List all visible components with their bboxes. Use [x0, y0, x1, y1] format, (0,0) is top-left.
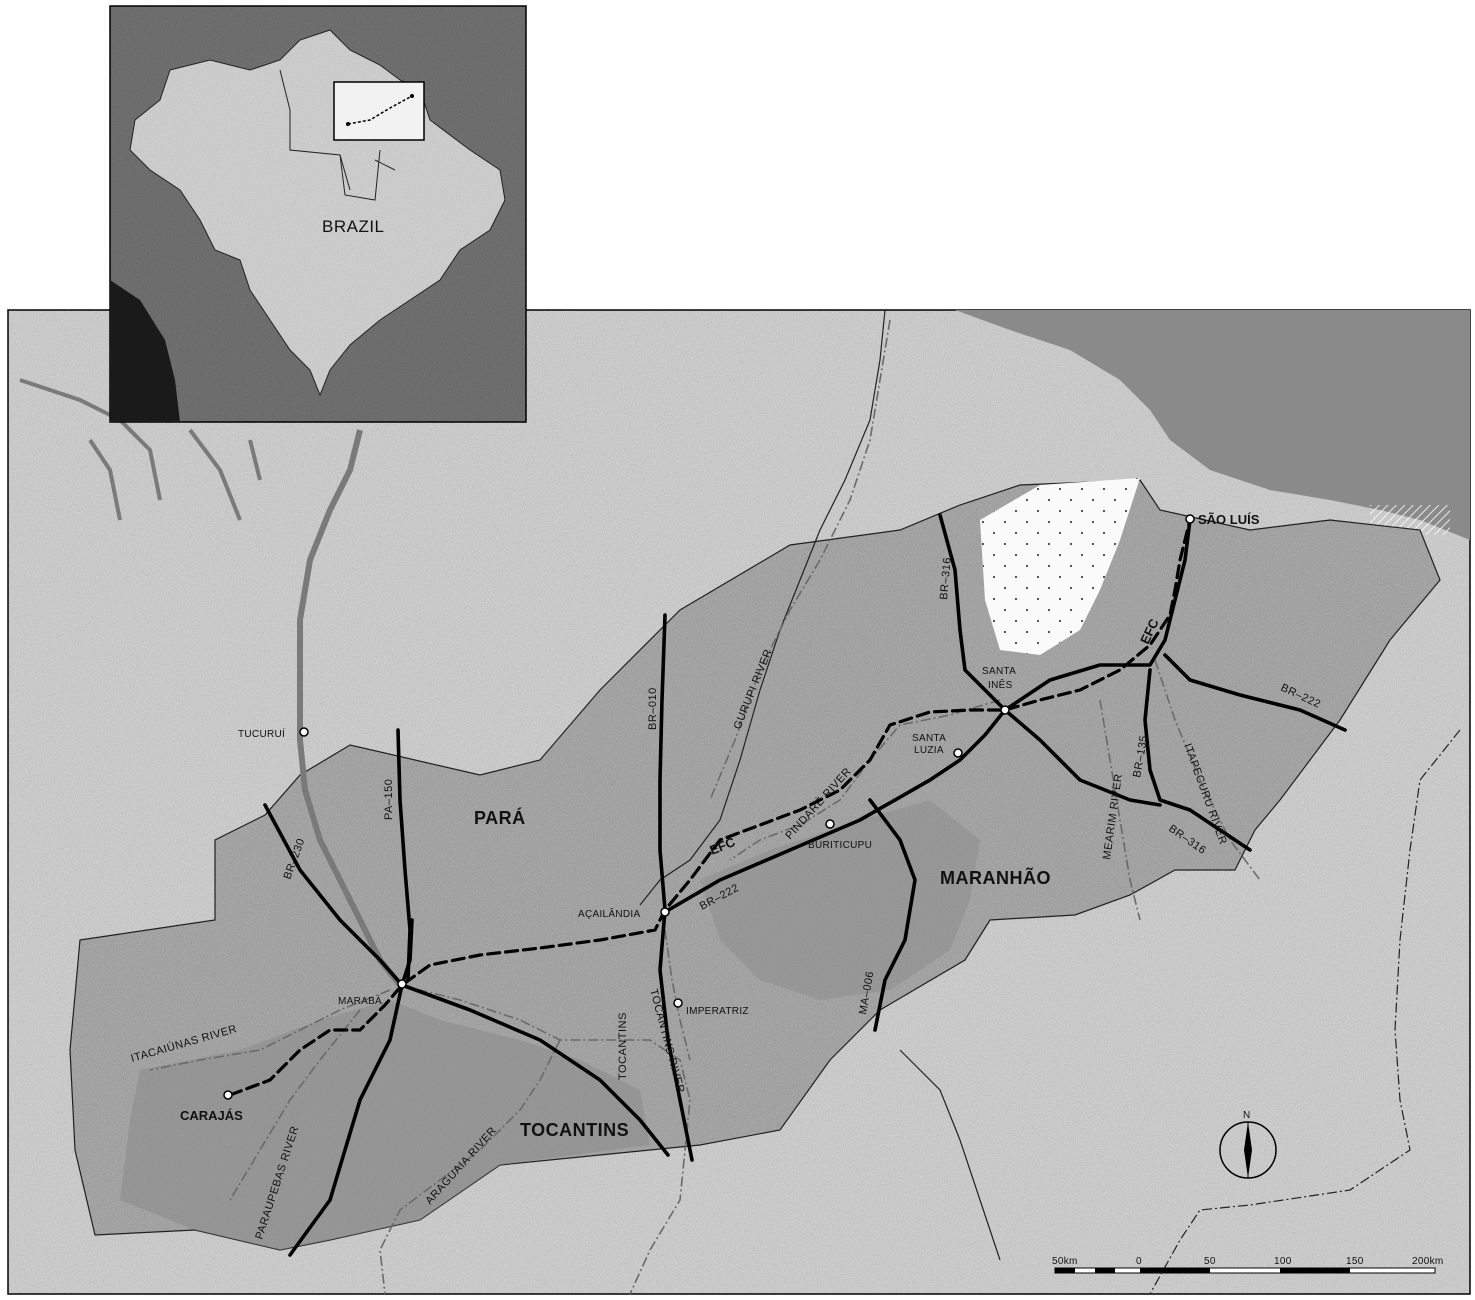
road-label-br316-north: BR–316 — [938, 557, 954, 601]
place-label-santa-ines-1: SANTA — [982, 666, 1016, 677]
scale-label-4: 150 — [1346, 1256, 1364, 1267]
tocantins-river — [399, 984, 691, 1295]
gurupi-river — [709, 319, 891, 801]
road-label-pa150: PA–150 — [383, 779, 395, 820]
scale-label-3: 100 — [1274, 1256, 1292, 1267]
town-maraba — [397, 979, 407, 989]
araguaia-river — [379, 1039, 561, 1295]
place-label-sao-luis: SÃO LUÍS — [1198, 512, 1260, 527]
river-label-tocantins-b: TOCANTINS — [617, 1012, 629, 1080]
north-label: N — [1243, 1110, 1251, 1121]
place-label-maraba: MARABÁ — [338, 994, 382, 1007]
inset-ocean-west — [110, 280, 180, 422]
main-map: PARÁ MARANHÃO TOCANTINS TUCURUÍ MARABÁ A… — [7, 309, 1471, 1295]
scale-label-5: 200km — [1412, 1256, 1444, 1267]
town-acailandia — [660, 907, 670, 917]
town-imperatriz — [673, 998, 683, 1008]
relief-central — [700, 800, 980, 1000]
mearim-river — [1099, 699, 1141, 921]
northeast-dark-zone — [955, 310, 1470, 540]
state-label-maranhao: MARANHÃO — [940, 867, 1051, 888]
town-sao-luis — [1185, 514, 1195, 524]
town-carajas — [223, 1090, 233, 1100]
road-br316-north — [938, 513, 1007, 712]
itacaiunas-river — [149, 989, 391, 1071]
inset-state-lines — [279, 69, 396, 201]
road-br222 — [663, 708, 1007, 914]
road-ma006 — [868, 798, 917, 1032]
road-br222-east — [1163, 653, 1347, 732]
town-buriticupu — [825, 819, 835, 829]
railway-efc — [228, 518, 1192, 1097]
tocantins-estuary — [297, 429, 403, 987]
road-br135 — [1003, 518, 1192, 712]
place-label-buriticupu: BURITICUPU — [808, 840, 872, 851]
road-br135-south — [1143, 668, 1252, 852]
place-label-santa-luzia-1: SANTA — [912, 733, 946, 744]
relief-southwest — [120, 1000, 650, 1250]
place-label-santa-ines-2: INÊS — [988, 678, 1013, 691]
road-label-br010: BR–010 — [647, 687, 659, 730]
pindare-river — [729, 699, 1001, 861]
scale-label-1: 0 — [1136, 1256, 1142, 1267]
place-label-carajas: CARAJÁS — [180, 1108, 243, 1123]
road-maraba-east — [400, 983, 670, 1157]
town-santa-ines — [1000, 705, 1010, 715]
scale-bar: 50km 0 50 100 150 200km — [1052, 1256, 1444, 1274]
road-pa150 — [396, 728, 412, 982]
state-boundary-inner — [899, 1049, 1001, 1261]
inset-study-area-box — [333, 81, 425, 141]
road-br316-south — [1003, 708, 1162, 807]
itapecuru-river — [1154, 659, 1261, 881]
inset-country-label: BRAZIL — [322, 217, 385, 236]
place-label-santa-luzia-2: LUZIA — [914, 745, 944, 756]
north-arrow: N — [1219, 1110, 1277, 1179]
tocantins-upper — [664, 929, 691, 1061]
town-santa-luzia — [953, 748, 963, 758]
place-label-acailandia: AÇAILÂNDIA — [578, 907, 640, 920]
town-tucurui — [299, 727, 309, 737]
scale-label-0: 50km — [1052, 1256, 1078, 1267]
inset-map: BRAZIL — [109, 5, 527, 423]
state-label-tocantins: TOCANTINS — [520, 1120, 629, 1140]
state-label-para: PARÁ — [474, 807, 526, 828]
parauapebas-river — [229, 1009, 361, 1201]
place-label-imperatriz: IMPERATRIZ — [686, 1006, 749, 1017]
place-label-tucurui: TUCURUÍ — [238, 727, 285, 740]
state-boundary-maranhao-south — [1149, 729, 1461, 1295]
scale-label-2: 50 — [1204, 1256, 1216, 1267]
road-maraba-south — [288, 983, 404, 1257]
